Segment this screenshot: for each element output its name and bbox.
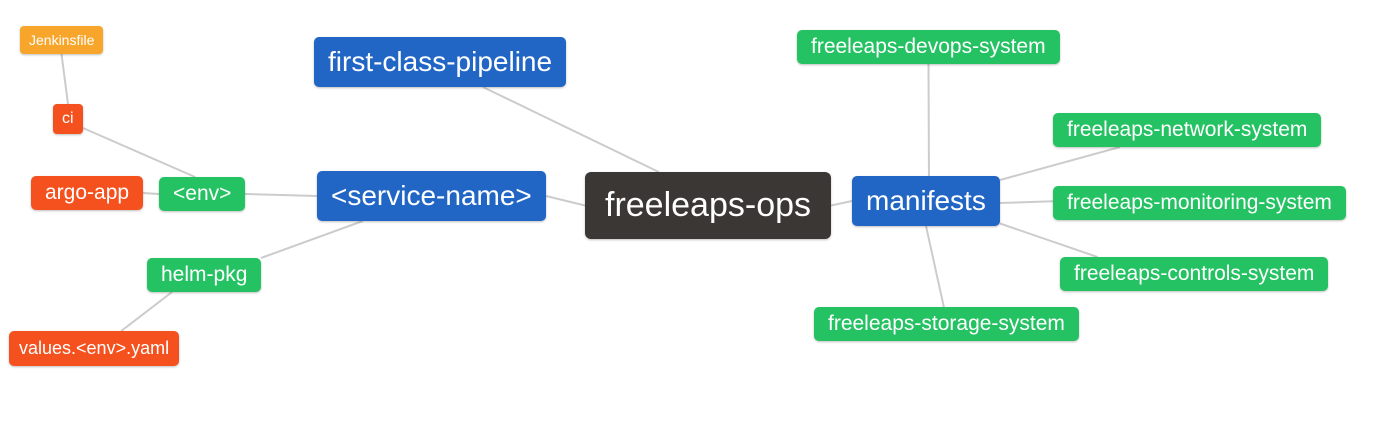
edge-jenkinsfile-to-ci [60, 53, 69, 105]
edge-manifests-to-controls-system [999, 222, 1098, 258]
edge-argo-app-to-env [142, 192, 160, 195]
node-first-class-pipeline[interactable]: first-class-pipeline [314, 37, 567, 88]
node-monitoring-system[interactable]: freeleaps-monitoring-system [1053, 186, 1346, 221]
node-network-system[interactable]: freeleaps-network-system [1053, 113, 1322, 148]
node-devops-system[interactable]: freeleaps-devops-system [797, 30, 1060, 65]
node-argo-app[interactable]: argo-app [31, 176, 144, 211]
edge-env-to-service-name [244, 193, 318, 197]
edge-service-name-to-helm-pkg [260, 220, 364, 259]
node-helm-pkg[interactable]: helm-pkg [147, 258, 262, 293]
edge-manifests-to-storage-system [925, 225, 945, 308]
node-manifests[interactable]: manifests [852, 176, 1000, 227]
edge-first-class-pipeline-to-freeleaps-ops [482, 86, 660, 173]
edge-helm-pkg-to-values-env-yaml [120, 291, 173, 332]
edge-freeleaps-ops-to-manifests [830, 200, 853, 207]
node-service-name[interactable]: <service-name> [317, 171, 546, 222]
edge-manifests-to-monitoring-system [999, 200, 1054, 204]
node-storage-system[interactable]: freeleaps-storage-system [814, 307, 1079, 342]
node-jenkinsfile[interactable]: Jenkinsfile [20, 26, 104, 55]
node-controls-system[interactable]: freeleaps-controls-system [1060, 257, 1329, 292]
node-values-env-yaml[interactable]: values.<env>.yaml [9, 331, 180, 366]
edge-ci-to-env [82, 127, 196, 178]
edge-manifests-to-network-system [999, 146, 1121, 181]
node-freeleaps-ops[interactable]: freeleaps-ops [585, 172, 832, 240]
node-ci[interactable]: ci [53, 104, 83, 135]
edge-service-name-to-freeleaps-ops [545, 195, 586, 207]
node-env[interactable]: <env> [159, 177, 246, 212]
